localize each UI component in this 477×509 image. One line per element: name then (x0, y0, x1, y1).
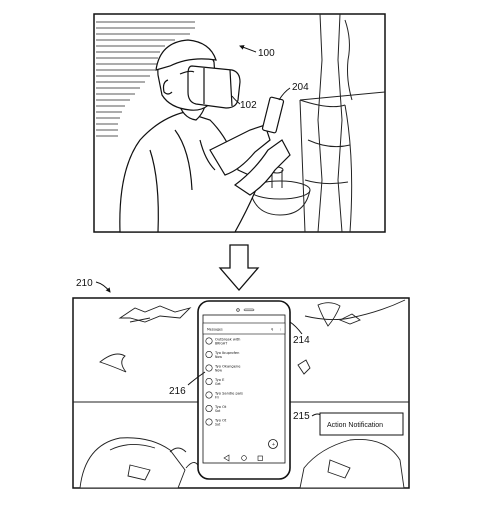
message-preview: Sat (215, 423, 221, 427)
label-215: 215 (293, 411, 310, 422)
avatar (205, 418, 213, 426)
label-216: 216 (169, 386, 186, 397)
avatar (205, 350, 213, 358)
compose-fab[interactable] (268, 439, 278, 449)
nav-home-icon[interactable] (241, 455, 247, 461)
held-phone (261, 96, 285, 134)
app-bar (202, 322, 286, 335)
avatar (205, 364, 213, 372)
app-search-icon[interactable]: ⚲ (271, 328, 274, 332)
message-sender: Tyo Sandie pais (214, 392, 243, 396)
leader-204 (278, 87, 291, 101)
foreground-shapes (79, 437, 405, 489)
pillar (317, 13, 353, 233)
phone-speaker (243, 308, 255, 312)
leader-100 (239, 45, 257, 53)
avatar (205, 377, 213, 385)
message-sender: Outbreak with (215, 338, 240, 342)
message-preview: Now (215, 369, 222, 373)
label-100: 100 (258, 48, 275, 59)
nav-recents-icon[interactable] (257, 455, 263, 461)
side-table (299, 91, 386, 233)
window-blinds (96, 21, 195, 137)
avatar (205, 337, 213, 345)
arms (209, 124, 291, 196)
leader-216 (187, 371, 206, 386)
bottom-panel: 210 (72, 278, 410, 489)
app-title: Messages (207, 328, 223, 332)
message-sender: Tyo Ot (214, 419, 227, 423)
transition-arrow (218, 244, 260, 291)
leader-210 (95, 281, 111, 293)
vr-headset (179, 65, 241, 109)
label-214: 214 (293, 335, 310, 346)
phone-camera (236, 308, 240, 312)
avatar (205, 391, 213, 399)
label-210: 210 (76, 278, 93, 289)
top-panel: 100 102 204 (93, 13, 386, 233)
room-lines (73, 299, 409, 403)
leader-102 (231, 95, 241, 105)
leader-214 (289, 321, 303, 335)
message-preview: Sat (215, 409, 221, 413)
label-102: 102 (240, 100, 257, 111)
message-sender: Tyo Okangene (214, 365, 241, 369)
app-menu-icon[interactable]: ⋮ (279, 328, 282, 332)
phone-screen (202, 314, 286, 464)
action-notification-text: Action Notification (327, 422, 383, 429)
message-preview: Now (215, 355, 222, 359)
message-sender: Tyo Ot (214, 405, 227, 409)
avatar (205, 404, 213, 412)
compose-plus-icon: + (272, 441, 276, 447)
message-sender: Tyo E (214, 378, 225, 382)
message-preview: Fri (215, 396, 219, 400)
label-204: 204 (292, 82, 309, 93)
message-sender: Tyo Ibuprofen (214, 351, 239, 355)
sky-decorations (99, 302, 361, 375)
action-notification[interactable] (319, 412, 404, 436)
message-preview: BRIGHT (215, 342, 227, 346)
message-preview: Get (215, 382, 221, 386)
nav-back-icon[interactable] (223, 454, 230, 462)
